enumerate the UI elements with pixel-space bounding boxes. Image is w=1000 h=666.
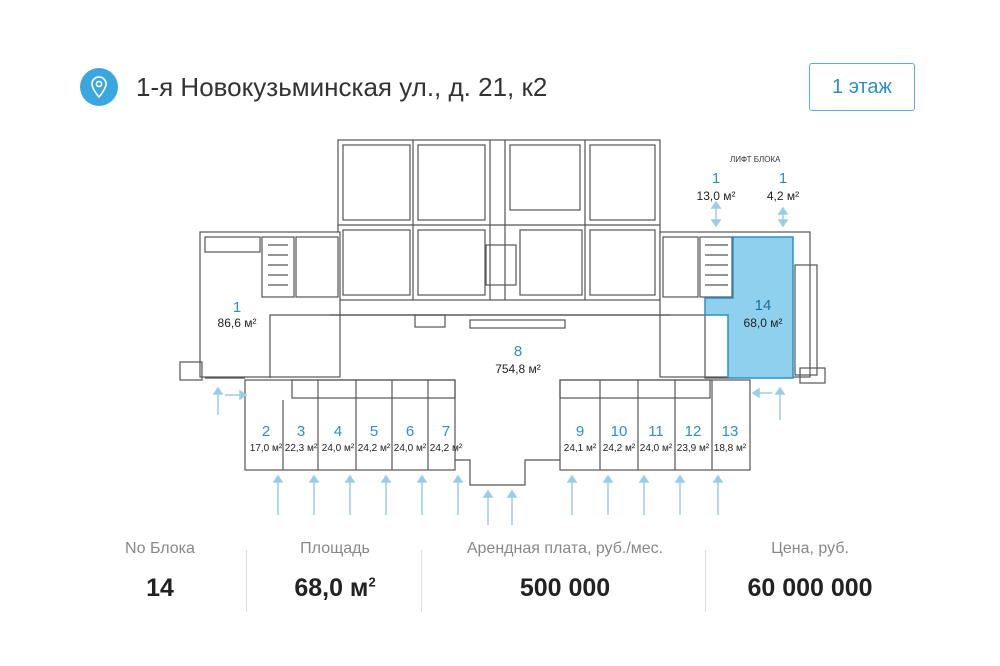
price-column: Цена, руб. 60 000 000 xyxy=(710,540,910,603)
unit-area: 24,2 м² xyxy=(358,443,391,454)
rent-value: 500 000 xyxy=(519,574,611,602)
block-number-label: No Блока xyxy=(125,540,195,557)
unit-area: 24,0 м² xyxy=(394,443,427,454)
unit-area: 24,2 м² xyxy=(430,443,463,454)
unit-number: 5 xyxy=(370,423,378,440)
unit-number: 2 xyxy=(262,423,270,440)
unit-number: 1 xyxy=(233,299,241,316)
elevator-label: ЛИФТ БЛОКА xyxy=(730,155,781,164)
unit-number: 4 xyxy=(334,423,342,440)
unit-number: 12 xyxy=(685,423,702,440)
unit-number: 8 xyxy=(514,343,522,360)
unit-number: 3 xyxy=(297,423,305,440)
unit-info-panel: No Блока 14 Площадь 68,0 м2 Арендная пла… xyxy=(0,540,1000,666)
unit-number: 10 xyxy=(611,423,628,440)
unit-area: 18,8 м² xyxy=(714,443,747,454)
divider xyxy=(705,550,706,612)
unit-area: 22,3 м² xyxy=(285,443,318,454)
block-number-column: No Блока 14 xyxy=(80,540,240,603)
block-number-value: 14 xyxy=(146,574,174,602)
area-label: Площадь xyxy=(300,540,370,557)
unit-area: 24,1 м² xyxy=(564,443,597,454)
unit-number: 7 xyxy=(442,423,450,440)
unit-area: 68,0 м² xyxy=(744,316,783,330)
header: 1-я Новокузьминская ул., д. 21, к2 1 эта… xyxy=(0,0,1000,120)
unit-area: 24,2 м² xyxy=(603,443,636,454)
unit-area: 24,0 м² xyxy=(322,443,355,454)
unit-area: 24,0 м² xyxy=(640,443,673,454)
unit-14-highlight[interactable] xyxy=(704,236,794,379)
unit-number: 14 xyxy=(755,297,772,314)
divider xyxy=(421,550,422,612)
area-value: 68,0 м2 xyxy=(250,574,420,603)
unit-area: 86,6 м² xyxy=(218,316,257,330)
rent-column: Арендная плата, руб./мес. 500 000 xyxy=(425,540,705,603)
unit-area: 754,8 м² xyxy=(495,362,541,376)
divider xyxy=(246,550,247,612)
floor-select-button[interactable]: 1 этаж xyxy=(809,63,915,111)
unit-area: 4,2 м² xyxy=(767,189,799,203)
unit-number: 11 xyxy=(648,423,664,440)
address-title: 1-я Новокузьминская ул., д. 21, к2 xyxy=(136,72,548,102)
unit-number: 1 xyxy=(712,170,720,187)
area-unit-superscript: 2 xyxy=(368,574,376,590)
unit-number: 13 xyxy=(722,423,739,440)
rent-label: Арендная плата, руб./мес. xyxy=(466,540,664,557)
unit-area: 13,0 м² xyxy=(697,189,736,203)
floor-plan: ЛИФТ БЛОКА 1 86,6 м² 1 13,0 м² 1 4,2 м² … xyxy=(179,139,826,525)
area-column: Площадь 68,0 м2 xyxy=(250,540,420,603)
unit-area: 17,0 м² xyxy=(250,443,283,454)
price-label: Цена, руб. xyxy=(771,540,849,557)
unit-number: 6 xyxy=(406,423,414,440)
unit-number: 9 xyxy=(576,423,584,440)
area-value-text: 68,0 м xyxy=(294,574,369,602)
shop-numbers: 2 3 4 5 6 7 9 10 11 12 13 xyxy=(262,423,739,440)
unit-number: 1 xyxy=(779,170,787,187)
entry-arrows xyxy=(212,200,789,525)
unit-area: 23,9 м² xyxy=(677,443,710,454)
location-pin-icon xyxy=(80,68,118,106)
price-value: 60 000 000 xyxy=(747,574,873,602)
shop-areas: 17,0 м² 22,3 м² 24,0 м² 24,2 м² 24,0 м² … xyxy=(250,443,747,454)
